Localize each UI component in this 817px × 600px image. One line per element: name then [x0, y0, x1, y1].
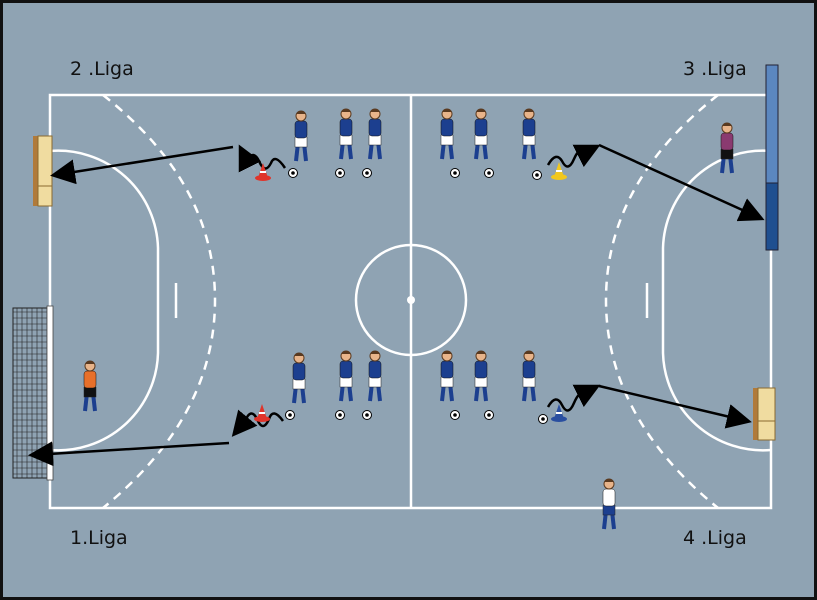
- cone-blue: [551, 404, 567, 422]
- center-spot: [407, 296, 415, 304]
- shot-arrow-top-left: [50, 145, 234, 185]
- left-dashed-line: [102, 94, 217, 509]
- ball: [450, 168, 460, 178]
- small-goal-top-left: [33, 135, 53, 207]
- ball: [288, 168, 298, 178]
- ball: [484, 410, 494, 420]
- field-player: [339, 350, 353, 402]
- station-label-3-liga: 3 .Liga: [683, 58, 747, 80]
- field-player: [368, 108, 382, 160]
- left-penalty-area: [49, 149, 160, 452]
- field-player: [440, 350, 454, 402]
- field-player: [294, 110, 308, 162]
- ball: [362, 410, 372, 420]
- station-label-4-liga: 4 .Liga: [683, 527, 747, 549]
- field-player: [292, 352, 306, 404]
- dribble-arrow-bottom-left: [231, 409, 285, 437]
- right-dashed-line: [604, 94, 719, 509]
- blue-goal-top-right: [765, 64, 779, 251]
- ball: [285, 410, 295, 420]
- small-goal-bottom-right: [753, 387, 776, 441]
- coach: [602, 478, 616, 530]
- large-goal-bottom-left: [12, 305, 54, 481]
- shot-arrow-bottom-right: [598, 384, 752, 429]
- shot-arrow-top-right: [598, 143, 765, 222]
- cone-yellow: [551, 162, 567, 180]
- ball: [362, 168, 372, 178]
- pitch: [12, 64, 779, 530]
- field-player: [474, 108, 488, 160]
- ball: [532, 170, 542, 180]
- dribble-arrow-bottom-right: [546, 384, 601, 412]
- field-player: [440, 108, 454, 160]
- center-circle: [354, 243, 468, 357]
- shot-arrow-bottom-left: [28, 441, 230, 467]
- ball: [538, 414, 548, 424]
- field-player: [474, 350, 488, 402]
- ball: [335, 410, 345, 420]
- goalkeeper-top-right: [720, 122, 734, 174]
- goalkeeper-bottom-left: [83, 360, 97, 412]
- ball: [450, 410, 460, 420]
- cone-red: [255, 163, 271, 181]
- ball: [484, 168, 494, 178]
- field-player: [522, 350, 536, 402]
- dribble-arrow-top-right: [546, 144, 601, 168]
- ball: [335, 168, 345, 178]
- field-player: [368, 350, 382, 402]
- station-label-2-liga: 2 .Liga: [70, 58, 134, 80]
- field-player: [522, 108, 536, 160]
- field-player: [339, 108, 353, 160]
- station-label-1-liga: 1.Liga: [70, 527, 128, 549]
- right-penalty-area: [661, 149, 772, 452]
- cone-red: [254, 404, 270, 422]
